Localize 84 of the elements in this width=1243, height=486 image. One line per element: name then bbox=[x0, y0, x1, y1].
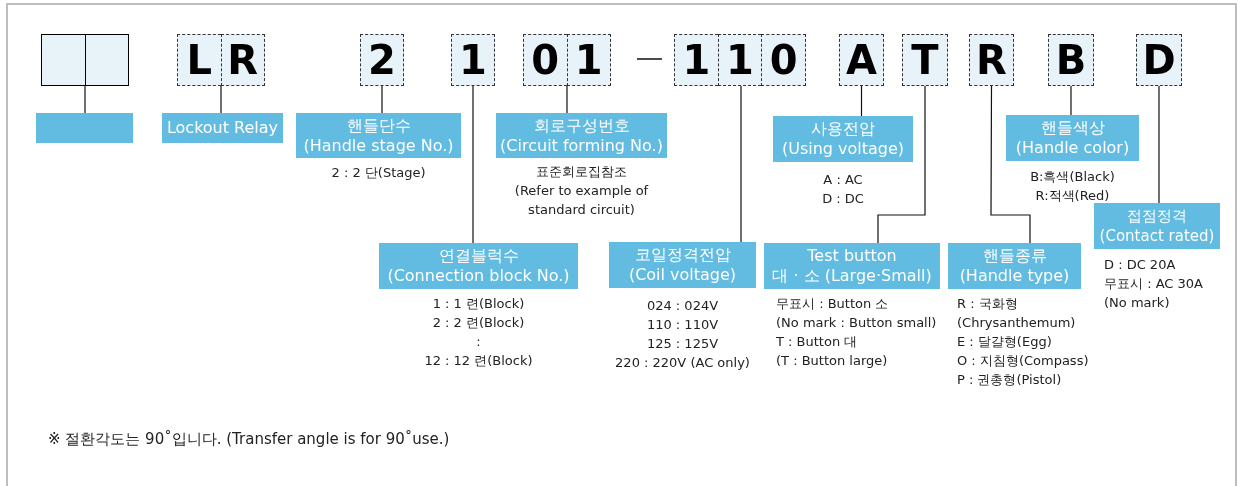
leader-line bbox=[860, 85, 863, 117]
option-text: R:적색(Red) bbox=[1035, 187, 1110, 205]
option-text: 12 : 12 련(Block) bbox=[424, 352, 533, 370]
category-subtitle: Lockout Relay bbox=[166, 118, 279, 138]
option-text: 110 : 110V bbox=[646, 316, 719, 334]
category-title: 접점정격 bbox=[1127, 206, 1187, 226]
category-box bbox=[764, 243, 940, 289]
option-text: B:흑색(Black) bbox=[1030, 168, 1115, 186]
blank-box bbox=[36, 113, 133, 143]
category-title: 연결블럭수 bbox=[438, 246, 519, 266]
leader-line bbox=[566, 85, 568, 114]
option-text: P : 권총형(Pistol) bbox=[957, 371, 1062, 389]
category-subtitle: (Handle type) bbox=[959, 266, 1070, 286]
code-character: 0 bbox=[761, 34, 806, 86]
code-character: R bbox=[969, 34, 1014, 86]
leader-line bbox=[381, 85, 383, 114]
category-title: 핸들종류 bbox=[982, 246, 1047, 266]
leader-line bbox=[990, 85, 1031, 244]
category-subtitle: (Using voltage) bbox=[781, 139, 905, 159]
code-character: 0 bbox=[523, 34, 567, 86]
option-text: : bbox=[476, 333, 481, 351]
code-character: 1 bbox=[717, 34, 762, 86]
leader-line bbox=[472, 85, 474, 244]
category-title: Test button bbox=[807, 246, 897, 266]
option-text: (T : Button large) bbox=[776, 352, 888, 370]
category-box bbox=[773, 116, 913, 162]
option-text: 125 : 125V bbox=[646, 335, 719, 353]
category-subtitle: (Handle color) bbox=[1015, 138, 1130, 158]
category-subtitle: (Handle stage No.) bbox=[303, 135, 454, 156]
option-text: T : Button 대 bbox=[776, 333, 858, 351]
category-box bbox=[379, 243, 578, 289]
option-text: O : 지침형(Compass) bbox=[957, 352, 1089, 370]
code-box bbox=[41, 34, 129, 86]
category-subtitle: (Circuit forming No.) bbox=[500, 135, 663, 156]
code-character: L bbox=[177, 34, 221, 86]
option-text: (Refer to example of standard circuit) bbox=[513, 182, 650, 219]
category-title: 사용전압 bbox=[811, 119, 875, 139]
option-text: 2 : 2 단(Stage) bbox=[331, 164, 426, 182]
leader-line bbox=[1158, 85, 1160, 204]
code-character: 2 bbox=[360, 34, 404, 86]
category-box bbox=[1006, 115, 1139, 161]
code-character: R bbox=[220, 34, 265, 86]
category-box bbox=[948, 243, 1081, 289]
category-box bbox=[609, 242, 756, 288]
option-text: D : DC 20A bbox=[1104, 256, 1176, 274]
option-text: 1 : 1 련(Block) bbox=[432, 295, 525, 313]
category-title: 회로구성번호 bbox=[533, 115, 630, 136]
code-boxes bbox=[523, 34, 611, 86]
code-character: A bbox=[839, 34, 884, 86]
option-text: 무표시 : AC 30A (No mark) bbox=[1104, 275, 1204, 312]
code-character: D bbox=[1136, 34, 1182, 86]
category-box bbox=[1094, 203, 1220, 249]
leader-line bbox=[84, 85, 86, 114]
code-boxes bbox=[177, 34, 265, 86]
category-title: 핸들색상 bbox=[1040, 118, 1105, 138]
category-subtitle: 대 · 소 (Large·Small) bbox=[772, 266, 932, 286]
code-character: 1 bbox=[566, 34, 611, 86]
code-character: 1 bbox=[451, 34, 495, 86]
code-character: T bbox=[902, 34, 948, 86]
option-text: A : AC bbox=[823, 171, 863, 189]
leader-line bbox=[1070, 85, 1072, 116]
option-text: 024 : 024V bbox=[646, 297, 719, 315]
option-text: 220 : 220V (AC only) bbox=[615, 354, 750, 372]
option-text: 2 : 2 련(Block) bbox=[432, 314, 525, 332]
option-text: E : 달걀형(Egg) bbox=[957, 333, 1052, 351]
code-character: B bbox=[1048, 34, 1094, 86]
option-text: 무표시 : Button 소 bbox=[776, 295, 889, 313]
category-title: 코일정격전압 bbox=[634, 245, 731, 265]
code-boxes bbox=[674, 34, 806, 86]
leader-line bbox=[220, 85, 222, 114]
code-character: 1 bbox=[674, 34, 718, 86]
footnote: ※ 절환각도는 90˚입니다. (Transfer angle is for 90˚use.) bbox=[48, 429, 450, 450]
category-subtitle: (Coil voltage) bbox=[628, 265, 737, 285]
category-box bbox=[496, 113, 667, 158]
option-text: 표준회로집참조 bbox=[536, 163, 627, 181]
category-subtitle: (Contact rated) bbox=[1099, 226, 1215, 246]
option-text: (No mark : Button small) bbox=[776, 314, 937, 332]
option-text: R : 국화형 (Chrysanthemum) bbox=[957, 295, 1077, 332]
option-text: D : DC bbox=[822, 190, 864, 208]
leader-line bbox=[877, 85, 926, 244]
category-title: 핸들단수 bbox=[346, 115, 411, 136]
leader-line bbox=[740, 85, 742, 243]
category-subtitle: (Connection block No.) bbox=[387, 266, 570, 286]
category-box bbox=[296, 113, 461, 158]
